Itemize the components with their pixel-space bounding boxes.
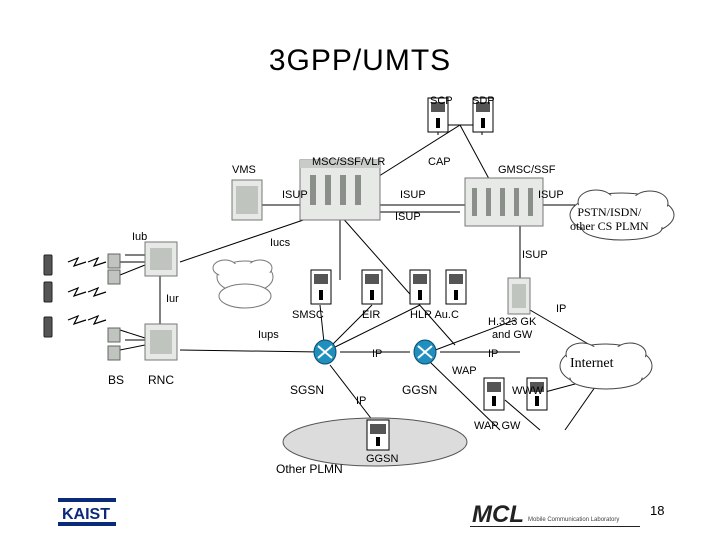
link-iups [179,349,321,353]
label-rnc: RNC [148,373,174,387]
mcl-logo: MCL Mobile Communication Laboratory [470,501,640,528]
bs-icons [107,253,121,361]
label-wap: WAP [452,365,477,377]
smsc-server-icon [310,269,332,305]
label-ip-1: IP [556,303,567,315]
pstn-cloud [569,189,675,241]
label-hlr-auc: HLR Au.C [410,309,459,321]
h323-server-icon [507,277,531,315]
label-www: WWW [512,385,544,397]
ran-cloud-2 [218,283,272,309]
label-scp: SCP [430,95,453,107]
page-title: 3GPP/UMTS [268,44,452,77]
label-ip-3: IP [488,348,499,360]
vms-server-icon [231,179,263,221]
auc-server-icon [445,269,467,305]
label-ggsn-other: GGSN [366,453,399,465]
scp-server-icon [427,97,449,133]
label-eir: EIR [362,309,381,321]
link-bs4-rnc2 [119,344,146,351]
label-isup-1: ISUP [282,189,308,201]
page-number: 18 [650,503,665,518]
label-iucs: Iucs [270,237,291,249]
label-iur: Iur [166,293,179,305]
msc-server-icon [299,159,381,221]
link-sgsn-hlr [324,304,421,353]
eir-server-icon [361,269,383,305]
label-ggsn: GGSN [402,383,438,397]
label-isup-4: ISUP [395,211,421,223]
link-ggsn-wapgw [429,361,501,431]
label-h323: H.323 GK and GW [488,316,537,342]
link-msc-hlr [339,214,456,346]
label-sdp: SDP [472,95,495,107]
rnc-server-icon-1 [144,241,178,277]
kaist-logo: KAIST [58,498,116,526]
label-iub: Iub [132,231,148,243]
radio-link-icons [67,256,107,326]
label-sgsn: SGSN [290,383,325,397]
link-bs2-rnc1 [119,264,146,276]
label-gmsc: GMSC/SSF [498,164,556,176]
label-other-plmn: Other PLMN [276,462,343,476]
ggsn-other-server-icon [366,419,390,451]
link-wap-wapgw [504,399,541,431]
ran-cloud-1 [212,259,274,294]
label-bs: BS [108,373,125,387]
label-ip-4: IP [356,395,367,407]
label-pstn: PSTN/ISDN/ other CS PLMN [570,205,649,234]
label-isup-2: ISUP [400,189,426,201]
ggsn-router-icon [413,339,437,365]
mcl-logo-text: MCL [472,501,524,528]
mcl-logo-caption: Mobile Communication Laboratory [528,517,619,523]
label-cap: CAP [428,156,451,168]
internet-cloud [559,342,653,390]
label-internet: Internet [570,356,614,371]
label-wap-gw: WAP GW [474,420,521,432]
label-iups: Iups [258,329,279,341]
label-vms: VMS [232,164,256,176]
link-ggsn-h323 [429,319,516,353]
rnc-server-icon-2 [144,323,178,361]
hlr-server-icon [409,269,431,305]
label-isup-3: ISUP [538,189,564,201]
sdp-server-icon [472,97,494,133]
gmsc-server-icon [464,177,544,227]
label-ip-2: IP [372,348,383,360]
www-server-icon [483,377,505,411]
link-bs3-rnc2 [119,329,146,339]
mobile-phone-icons [43,254,53,338]
link-iucs [179,214,319,263]
link-cap-msc [367,124,461,184]
kaist-logo-text: KAIST [62,506,110,523]
sgsn-router-icon [313,339,337,365]
wapgw-server-icon [526,377,548,411]
label-isup-5: ISUP [522,249,548,261]
connection-lines [119,124,601,431]
link-h323-internet [529,309,591,346]
label-msc: MSC/SSF/VLR [312,156,386,168]
label-smsc: SMSC [292,309,324,321]
